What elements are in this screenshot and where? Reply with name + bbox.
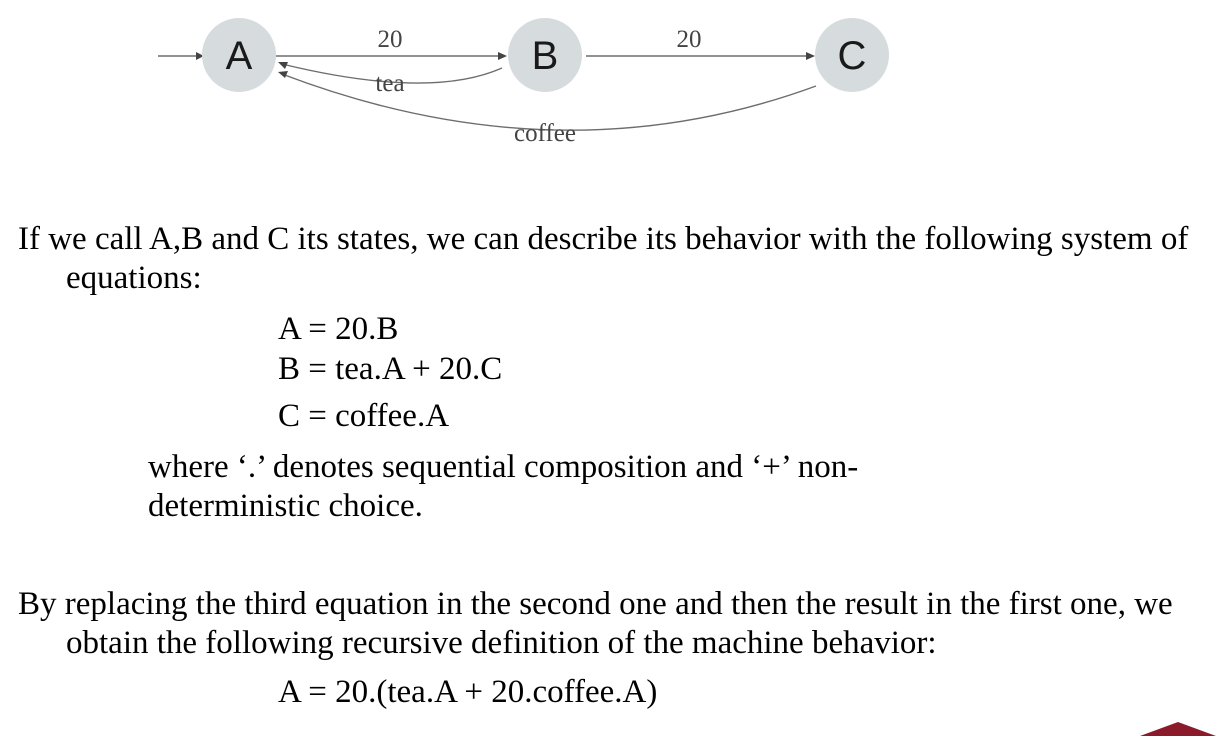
equation-c: C = coffee.A <box>278 398 450 434</box>
edge-b-to-c-arrowhead <box>806 52 815 60</box>
node-c-circle <box>815 18 889 92</box>
node-b: B <box>508 18 582 92</box>
node-a: A <box>202 18 276 92</box>
equation-a: A = 20.B <box>278 311 399 347</box>
intro-paragraph: If we call A,B and C its states, we can … <box>18 221 1189 296</box>
state-diagram: A B C 20 tea 20 coffee <box>158 18 889 147</box>
edge-label-b-to-a: tea <box>375 70 404 97</box>
edge-a-to-b-arrowhead <box>498 52 507 60</box>
replacing-paragraph: By replacing the third equation in the s… <box>18 586 1173 661</box>
node-c-label: C <box>838 34 867 78</box>
corner-logo-icon <box>1140 722 1216 736</box>
final-equation: A = 20.(tea.A + 20.coffee.A) <box>278 674 658 710</box>
edge-label-c-to-a: coffee <box>514 120 576 147</box>
entry-arrowhead <box>196 52 204 60</box>
edge-c-to-a-arrowhead <box>278 71 288 78</box>
equation-b: B = tea.A + 20.C <box>278 351 503 387</box>
edge-label-b-to-c: 20 <box>677 26 702 53</box>
edge-b-to-a-arrowhead <box>278 62 288 69</box>
operator-note-line-1: where ‘.’ denotes sequential composition… <box>148 449 859 485</box>
operator-note: where ‘.’ denotes sequential composition… <box>148 448 978 526</box>
node-b-circle <box>508 18 582 92</box>
operator-note-line-2: deterministic choice. <box>148 488 423 524</box>
edge-b-to-a <box>281 63 503 84</box>
node-b-label: B <box>532 34 559 78</box>
edge-c-to-a <box>281 73 817 131</box>
node-a-circle <box>202 18 276 92</box>
edge-label-a-to-b: 20 <box>378 26 403 53</box>
node-a-label: A <box>226 34 253 78</box>
node-c: C <box>815 18 889 92</box>
corner-accent-shape <box>1140 722 1216 736</box>
